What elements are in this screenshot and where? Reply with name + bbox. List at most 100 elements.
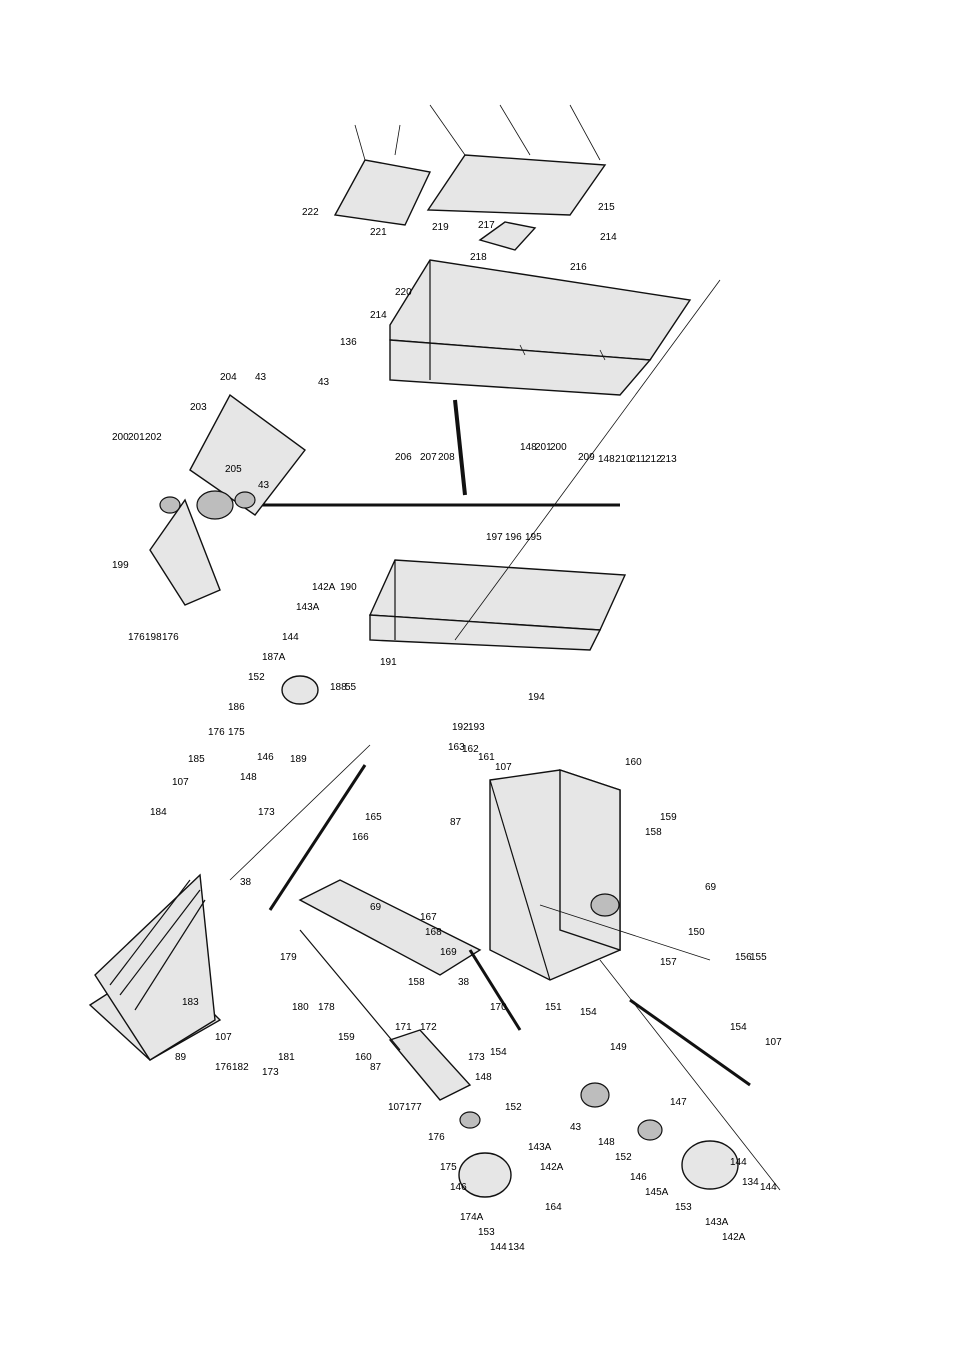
callout: 43: [258, 480, 270, 491]
callout: 87: [370, 1062, 382, 1073]
callout: 210: [615, 454, 632, 465]
callout: 198: [145, 632, 162, 643]
callout: 194: [528, 692, 545, 703]
callout: 136: [340, 337, 357, 348]
callout: 69: [370, 902, 382, 913]
callout: 144: [730, 1157, 747, 1168]
callout: 174A: [460, 1212, 484, 1223]
callout: 107: [495, 762, 512, 773]
callout: 107: [388, 1102, 405, 1113]
callout: 178: [318, 1002, 335, 1013]
callout: 153: [675, 1202, 692, 1213]
callout: 217: [478, 220, 495, 231]
callout: 201: [535, 442, 552, 453]
cover-plates: [333, 104, 607, 251]
callout: 87: [450, 817, 462, 828]
callout: 158: [645, 827, 662, 838]
callout: 187A: [262, 652, 286, 663]
callout: 43: [570, 1122, 582, 1133]
callout-labels: 222 221 219 217 218 215 214 216 220 214 …: [112, 202, 782, 1253]
callout: 203: [190, 402, 207, 413]
callout: 176: [162, 632, 179, 643]
callout: 152: [505, 1102, 522, 1113]
callout: 190: [340, 582, 357, 593]
callout: 134: [508, 1242, 525, 1253]
callout: 146: [257, 752, 274, 763]
column-housing: [389, 259, 692, 396]
callout: 38: [458, 977, 470, 988]
callout: 154: [730, 1022, 747, 1033]
callout: 186: [228, 702, 245, 713]
callout: 184: [150, 807, 167, 818]
callout: 158: [408, 977, 425, 988]
callout: 43: [318, 377, 330, 388]
callout: 221: [370, 227, 387, 238]
callout: 163: [448, 742, 465, 753]
callout: 145A: [645, 1187, 669, 1198]
callout: 183: [182, 997, 199, 1008]
callout: 216: [570, 262, 587, 273]
callout: 172: [420, 1022, 437, 1033]
callout: 38: [240, 877, 252, 888]
callout: 182: [232, 1062, 249, 1073]
callout: 179: [280, 952, 297, 963]
callout: 143A: [296, 602, 320, 613]
callout: 220: [395, 287, 412, 298]
callout: 155: [750, 952, 767, 963]
callout: 55: [345, 682, 357, 693]
callout: 164: [545, 1202, 562, 1213]
callout: 176: [128, 632, 145, 643]
callout: 165: [365, 812, 382, 823]
knee-saddle: [489, 769, 621, 981]
callout: 150: [688, 927, 705, 938]
callout: 69: [705, 882, 717, 893]
callout: 206: [395, 452, 412, 463]
callout: 212: [645, 454, 662, 465]
callout: 107: [215, 1032, 232, 1043]
callout: 167: [420, 912, 437, 923]
shafts: [268, 764, 751, 1087]
callout: 152: [248, 672, 265, 683]
callout: 176: [208, 727, 225, 738]
handwheels: [281, 675, 739, 1198]
callout: 173: [262, 1067, 279, 1078]
callout: 168: [425, 927, 442, 938]
callout: 201: [128, 432, 145, 443]
callout: 148: [475, 1072, 492, 1083]
callout: 148: [598, 1137, 615, 1148]
callout: 173: [468, 1052, 485, 1063]
callout: 149: [610, 1042, 627, 1053]
callout: 199: [112, 560, 129, 571]
callout: 160: [355, 1052, 372, 1063]
callout: 193: [468, 722, 485, 733]
callout: 219: [432, 222, 449, 233]
callout: 213: [660, 454, 677, 465]
callout: 160: [625, 757, 642, 768]
callout: 107: [172, 777, 189, 788]
callout: 200: [112, 432, 129, 443]
callout: 209: [578, 452, 595, 463]
callout: 176: [428, 1132, 445, 1143]
callout: 143A: [705, 1217, 729, 1228]
callout: 191: [380, 657, 397, 668]
callout: 107: [765, 1037, 782, 1048]
callout: 159: [338, 1032, 355, 1043]
callout: 142A: [722, 1232, 746, 1243]
callout: 148: [240, 772, 257, 783]
callout: 157: [660, 957, 677, 968]
callout: 142A: [312, 582, 336, 593]
callout: 208: [438, 452, 455, 463]
callout: 143A: [528, 1142, 552, 1153]
callout: 214: [600, 232, 617, 243]
callout: 192: [452, 722, 469, 733]
callout: 204: [220, 372, 237, 383]
callout: 166: [352, 832, 369, 843]
callout: 152: [615, 1152, 632, 1163]
callout: 43: [255, 372, 267, 383]
callout: 211: [630, 454, 646, 465]
callout: 89: [175, 1052, 187, 1063]
callout: 161: [478, 752, 495, 763]
callout: 200: [550, 442, 567, 453]
callout: 153: [478, 1227, 495, 1238]
callout: 173: [258, 807, 275, 818]
